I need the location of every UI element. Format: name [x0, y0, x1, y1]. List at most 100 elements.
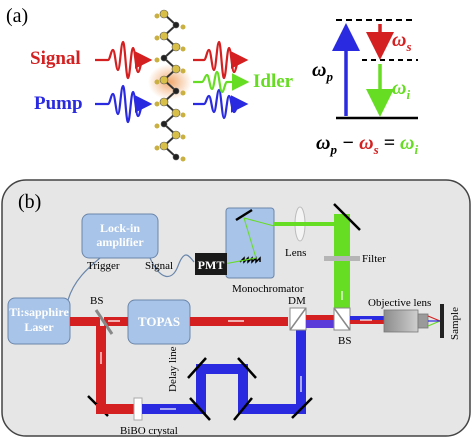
lattice-atom — [171, 64, 181, 74]
pump-wave-in — [95, 84, 153, 124]
interaction-glow — [148, 64, 192, 100]
pump-label: Pump — [34, 93, 83, 114]
green-beam-horizontal — [274, 222, 348, 226]
lattice-side-atom — [154, 57, 160, 63]
lattice-side-atom — [180, 112, 186, 118]
omega-p-label: ωp — [312, 59, 333, 84]
bs-right-label: BS — [338, 335, 351, 347]
bs-right-line — [333, 307, 351, 331]
blue-beam-delay-top — [196, 364, 248, 374]
lattice-atom — [160, 120, 168, 128]
delay-mirror-2 — [187, 357, 207, 379]
lattice-atoms — [154, 9, 186, 162]
energy-diagram: ωp ωs ωi ωp − ωs = ωi — [312, 19, 419, 157]
sample-label: Sample — [449, 307, 461, 340]
lattice-atom — [172, 21, 180, 29]
filter — [324, 256, 360, 261]
sample — [440, 304, 444, 338]
bs-left — [94, 309, 114, 335]
lattice-side-atom — [154, 79, 160, 85]
beam-to-objective-red — [350, 320, 384, 324]
dm-line — [289, 307, 307, 331]
lattice-atom — [172, 87, 180, 95]
lattice-atom — [159, 141, 169, 151]
energy-equation: ωp − ωs = ωi — [316, 132, 419, 157]
lattice-side-atom — [180, 24, 186, 30]
green-beam-top — [334, 214, 350, 226]
pump-wave-out — [193, 88, 249, 120]
panel-b-label: (b) — [18, 191, 41, 213]
signal-wave-out — [193, 40, 249, 80]
blue-beam-delay-down — [238, 364, 248, 414]
crystal-lattice — [148, 9, 192, 162]
mono-mirror — [235, 208, 253, 222]
trigger-label: Trigger — [87, 260, 120, 272]
focus-green — [427, 320, 441, 327]
signal-cable-label: Signal — [145, 260, 173, 272]
idler-wave — [193, 70, 250, 94]
mono-beam — [223, 217, 275, 265]
delay-mirror-3 — [237, 357, 257, 379]
green-beam-vertical — [334, 220, 350, 320]
trigger-cable — [67, 257, 101, 301]
pmt-box — [195, 253, 227, 275]
lockin-box — [81, 213, 159, 259]
lattice-atom — [159, 9, 169, 19]
lattice-atom — [171, 130, 181, 140]
lattice-side-atom — [180, 156, 186, 162]
lens-label: Lens — [285, 247, 306, 259]
corner-mirror-right — [291, 397, 313, 419]
lattice-side-atom — [154, 145, 160, 151]
signal-label: Signal — [30, 48, 81, 69]
filter-label: Filter — [362, 253, 386, 265]
bs-left-label: BS — [90, 295, 103, 307]
lattice-atom — [171, 42, 181, 52]
focus-red — [427, 315, 441, 322]
omega-i-label: ωi — [392, 77, 410, 102]
bibo-label: BiBO crystal — [120, 425, 178, 437]
panel-a-label: (a) — [6, 5, 28, 27]
lattice-side-atom — [180, 68, 186, 74]
omega-s-label: ωs — [392, 29, 412, 54]
objective-tip — [417, 313, 429, 329]
lattice-side-atom — [180, 90, 186, 96]
lattice-side-atom — [154, 35, 160, 41]
lattice-atom — [172, 153, 180, 161]
delay-line-label: Delay line — [167, 346, 179, 392]
signal-wave-in — [95, 40, 153, 80]
lattice-atom — [159, 75, 169, 85]
combined-beam-blue — [306, 320, 334, 328]
lattice-side-atom — [154, 123, 160, 129]
combined-beam-red — [306, 315, 334, 320]
blue-beam-delay-up — [196, 366, 206, 414]
lattice-side-atom — [180, 134, 186, 140]
lattice-atom — [159, 31, 169, 41]
green-fold-mirror — [333, 203, 361, 231]
lattice-atom — [160, 54, 168, 62]
lattice-side-atom — [154, 101, 160, 107]
red-beam-laser-bs — [70, 317, 100, 326]
lattice-side-atom — [154, 13, 160, 19]
lattice-atom — [171, 108, 181, 118]
signal-cable — [149, 254, 195, 277]
lattice-atom — [159, 97, 169, 107]
bibo-crystal — [133, 397, 143, 421]
dm-label: DM — [288, 295, 306, 307]
pmt-label: PMT — [198, 258, 225, 272]
monochromator-box — [225, 207, 275, 279]
monochromator-label: Monochromator — [232, 283, 304, 295]
blue-beam-bottom-2 — [238, 404, 306, 414]
delay-mirror-1 — [189, 397, 211, 421]
topas-label: TOPAS — [138, 314, 180, 329]
objective-body — [383, 309, 419, 333]
blue-beam-up — [296, 328, 306, 414]
red-beam-bottom — [96, 404, 136, 414]
delay-mirror-4 — [233, 397, 253, 421]
lattice-side-atom — [180, 46, 186, 52]
red-beam-down — [96, 326, 106, 406]
objective-label: Objective lens — [368, 297, 431, 309]
idler-label: Idler — [253, 71, 294, 92]
